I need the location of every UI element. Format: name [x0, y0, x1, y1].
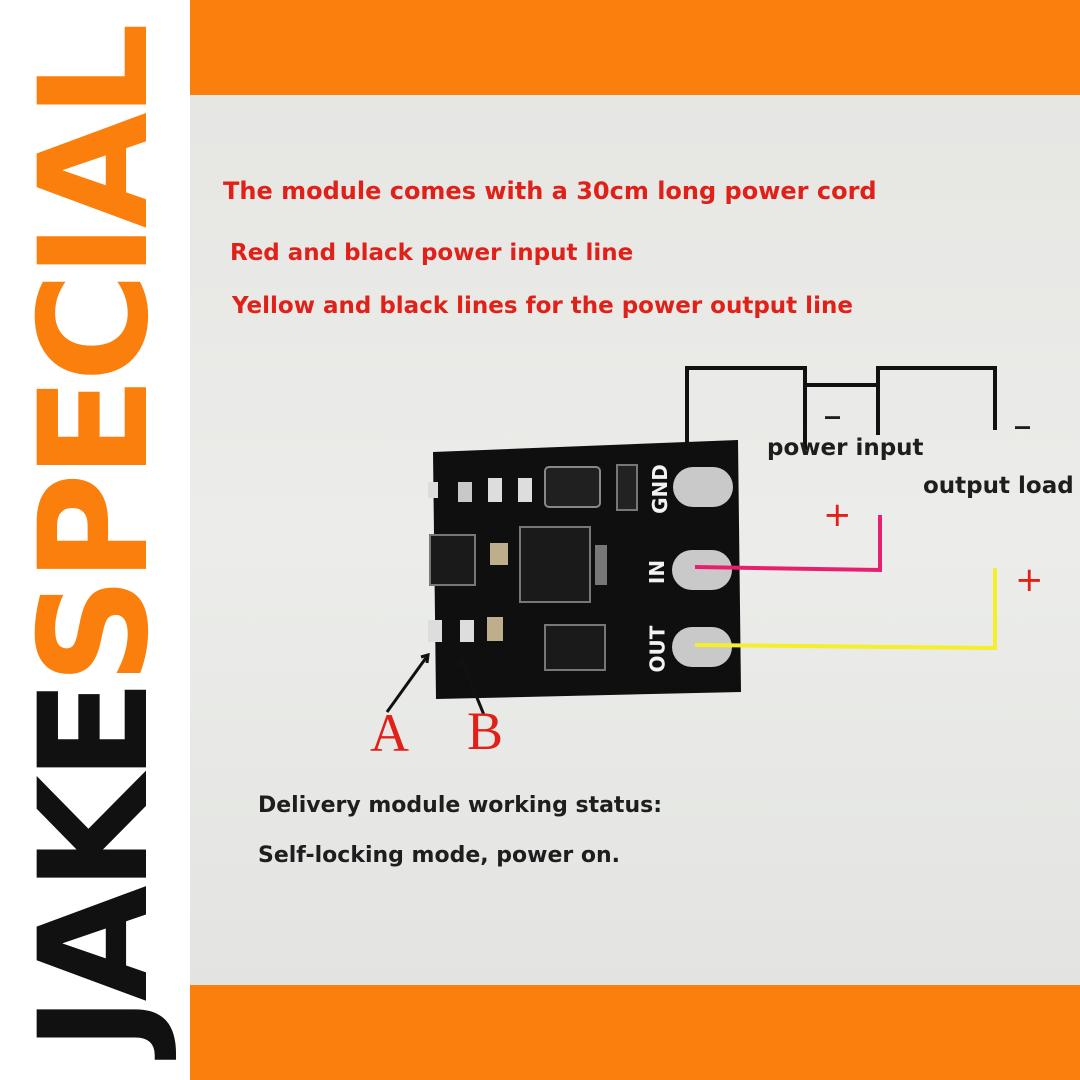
led-b — [460, 620, 474, 642]
pin-label-gnd: GND — [647, 464, 672, 514]
output-load-label: output load — [923, 473, 1074, 499]
power-input-label: power input — [767, 435, 924, 461]
minus-output-sign: _ — [1015, 395, 1030, 430]
bottom-orange-bar — [190, 985, 1080, 1080]
component — [487, 617, 503, 641]
note-power-cord: The module comes with a 30cm long power … — [223, 177, 877, 205]
brand-sidebar: JAKESPECIAL — [0, 0, 190, 1080]
product-photo: The module comes with a 30cm long power … — [190, 95, 1080, 985]
gnd-pad — [673, 467, 733, 507]
component — [428, 482, 438, 498]
output-wire — [694, 568, 997, 651]
top-orange-bar — [190, 0, 1080, 95]
led-a — [428, 620, 442, 642]
component — [544, 624, 606, 671]
ground-wire — [685, 366, 997, 493]
marker-a: A — [370, 703, 409, 763]
brand-logo-special: SPECIAL — [8, 28, 182, 685]
in-pad — [672, 550, 732, 590]
marker-b: B — [467, 701, 504, 761]
status-title: Delivery module working status: — [258, 793, 663, 818]
component — [519, 526, 591, 603]
pin-label-out: OUT — [645, 625, 670, 673]
component — [490, 543, 508, 565]
component — [595, 545, 607, 585]
input-wire — [694, 515, 882, 573]
status-mode: Self-locking mode, power on. — [258, 843, 621, 868]
component — [488, 478, 502, 502]
component — [544, 466, 601, 508]
brand-logo-jake: JAKE — [8, 684, 182, 1052]
note-output-line: Yellow and black lines for the power out… — [232, 293, 853, 319]
module-illustration — [385, 366, 997, 716]
component — [429, 534, 476, 586]
plus-input-sign: + — [823, 495, 852, 535]
component — [458, 482, 472, 502]
component — [518, 478, 532, 502]
component — [616, 464, 638, 511]
note-input-line: Red and black power input line — [230, 240, 634, 266]
arrow-b — [460, 660, 486, 716]
arrow-a — [385, 654, 430, 713]
plus-output-sign: + — [1015, 560, 1044, 600]
brand-logo: JAKESPECIAL — [8, 29, 182, 1052]
pin-label-in: IN — [645, 559, 670, 585]
minus-input-sign: _ — [825, 385, 840, 420]
